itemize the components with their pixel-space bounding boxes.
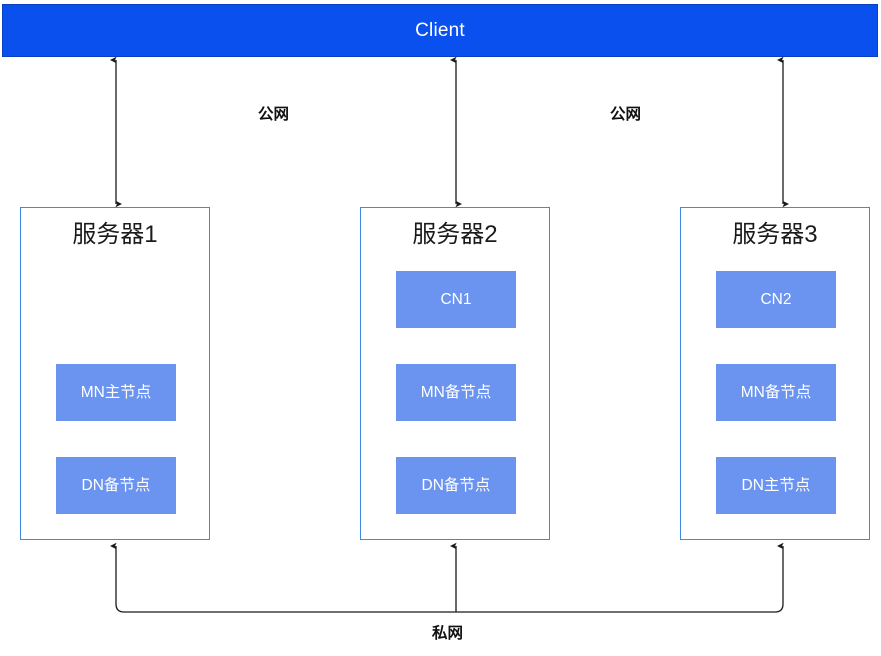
public-network-arrows [109,56,790,208]
server-box-2: 服务器2 CN1 MN备节点 DN备节点 [360,207,550,540]
node-chip-label: CN1 [440,290,472,308]
client-label: Client [415,20,465,41]
node-chip-mn-primary: MN主节点 [56,364,176,421]
node-chip-label: MN主节点 [80,383,152,401]
node-chip-label: DN主节点 [741,476,811,494]
node-chip-label: MN备节点 [740,383,812,401]
node-chip-dn-primary: DN主节点 [716,457,836,514]
node-chip-label: DN备节点 [421,476,491,494]
server-title-2: 服务器2 [412,221,498,248]
node-chip-dn-standby: DN备节点 [56,457,176,514]
server-title-1: 服务器1 [72,221,158,248]
node-chip-mn-standby: MN备节点 [396,364,516,421]
server-title-3: 服务器3 [732,221,818,248]
edge-label-public-right: 公网 [610,106,642,123]
node-chip-dn-standby: DN备节点 [396,457,516,514]
edge-label-private: 私网 [432,625,464,642]
server-box-1: 服务器1 MN主节点 DN备节点 [20,207,210,540]
private-bus-path [109,542,784,613]
node-chip-mn-standby: MN备节点 [716,364,836,421]
client-node: Client [2,4,878,57]
node-chip-label: MN备节点 [420,383,492,401]
node-chip-cn1: CN1 [396,271,516,328]
private-network-bus [109,542,784,613]
server-box-3: 服务器3 CN2 MN备节点 DN主节点 [680,207,870,540]
node-chip-label: DN备节点 [81,476,151,494]
node-chip-label: CN2 [760,290,792,308]
edge-label-public-left: 公网 [258,106,290,123]
node-chip-cn2: CN2 [716,271,836,328]
